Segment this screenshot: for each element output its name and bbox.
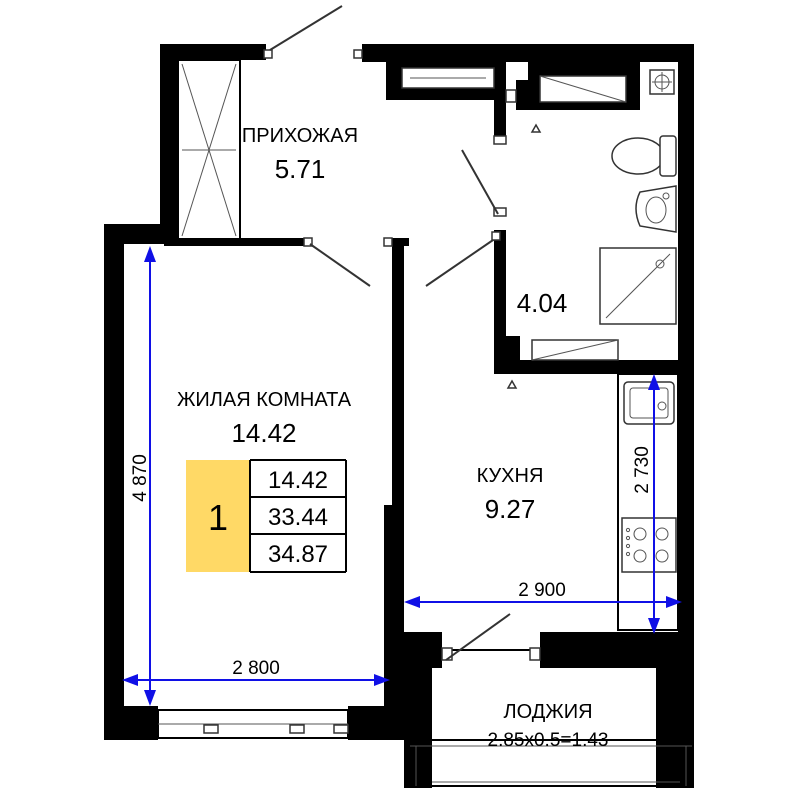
wall-hallway-left (160, 44, 178, 244)
kitchen-fixtures (617, 373, 679, 631)
wall-bath-bottom (494, 360, 694, 374)
shower-tray (599, 247, 677, 325)
wardrobe (177, 59, 241, 241)
wall-bath-right (678, 44, 694, 370)
walls (104, 44, 694, 788)
living-room-door[interactable] (309, 243, 371, 287)
bathroom-door[interactable] (461, 149, 499, 215)
wall-kitchen-right (678, 374, 694, 634)
legend-total-area: 34.87 (268, 541, 328, 568)
wall-living-right-lower (384, 505, 404, 737)
windows (157, 647, 693, 787)
loggia-name: ЛОДЖИЯ (503, 701, 592, 723)
wall-niche-small (516, 80, 528, 110)
vent-marker (530, 123, 542, 133)
loggia-formula: 2.85x0.5=1.43 (488, 730, 609, 751)
toilet (611, 135, 677, 177)
loggia-door[interactable] (445, 613, 511, 661)
kitchen-sink (623, 381, 675, 425)
wall-hallway-bottom (164, 238, 304, 246)
dim-living-width: 2 800 (232, 658, 280, 679)
loggia-glazing (409, 739, 693, 787)
wall-living-kitchen (392, 244, 404, 510)
bathroom-area: 4.04 (517, 288, 568, 318)
legend-area-without-loggia: 33.44 (268, 504, 328, 531)
wall-bath-left (494, 230, 506, 370)
bathroom-fixtures (401, 67, 677, 389)
kitchen-name: КУХНЯ (477, 465, 544, 487)
wall-top-right (362, 44, 690, 62)
legend-living-area: 14.42 (268, 467, 328, 494)
dim-kitchen-height: 2 730 (632, 446, 653, 494)
wall-kitchen-bottom-right (540, 632, 694, 668)
dim-living-height: 4 870 (130, 454, 151, 502)
wall-living-top (104, 224, 164, 244)
room-labels: ПРИХОЖАЯ 5.71 4.04 ЖИЛАЯ КОМНАТА 14.42 К… (177, 125, 609, 751)
wall-hallway-top-left (160, 44, 266, 60)
hallway-name: ПРИХОЖАЯ (242, 125, 358, 147)
wall-loggia-right-outer (684, 668, 694, 788)
doors (263, 5, 511, 661)
wall-loggia-left (404, 668, 432, 788)
entrance-door[interactable] (269, 5, 343, 51)
area-legend: 1 14.42 33.44 34.87 (186, 459, 347, 573)
dimension-lines (122, 246, 682, 706)
wall-living-left (104, 224, 124, 740)
kitchen-counter (617, 373, 679, 631)
entrance-door-hinge (263, 49, 273, 59)
hallway-area: 5.71 (275, 154, 326, 184)
wall-living-bottom-left (104, 706, 158, 740)
rooms-count: 1 (208, 497, 228, 538)
wall-living-bottom-right (348, 706, 404, 740)
dim-kitchen-width: 2 900 (518, 580, 566, 601)
kitchen-area: 9.27 (485, 494, 536, 524)
kitchen-door[interactable] (425, 237, 497, 287)
living-room-name: ЖИЛАЯ КОМНАТА (177, 389, 352, 411)
kitchen-stove (621, 517, 677, 573)
dimension-labels: 4 870 2 800 2 900 2 730 (130, 446, 653, 679)
wall-kitchen-bottom-left (404, 632, 442, 668)
living-room-area: 14.42 (231, 418, 296, 448)
vent-marker-2 (506, 379, 518, 389)
wall-loggia-right (656, 668, 684, 788)
wall-living-kitchen-cap (387, 238, 409, 246)
wardrobe-outline (177, 59, 241, 241)
rooms-count-badge (186, 460, 250, 572)
washbasin (635, 185, 677, 233)
